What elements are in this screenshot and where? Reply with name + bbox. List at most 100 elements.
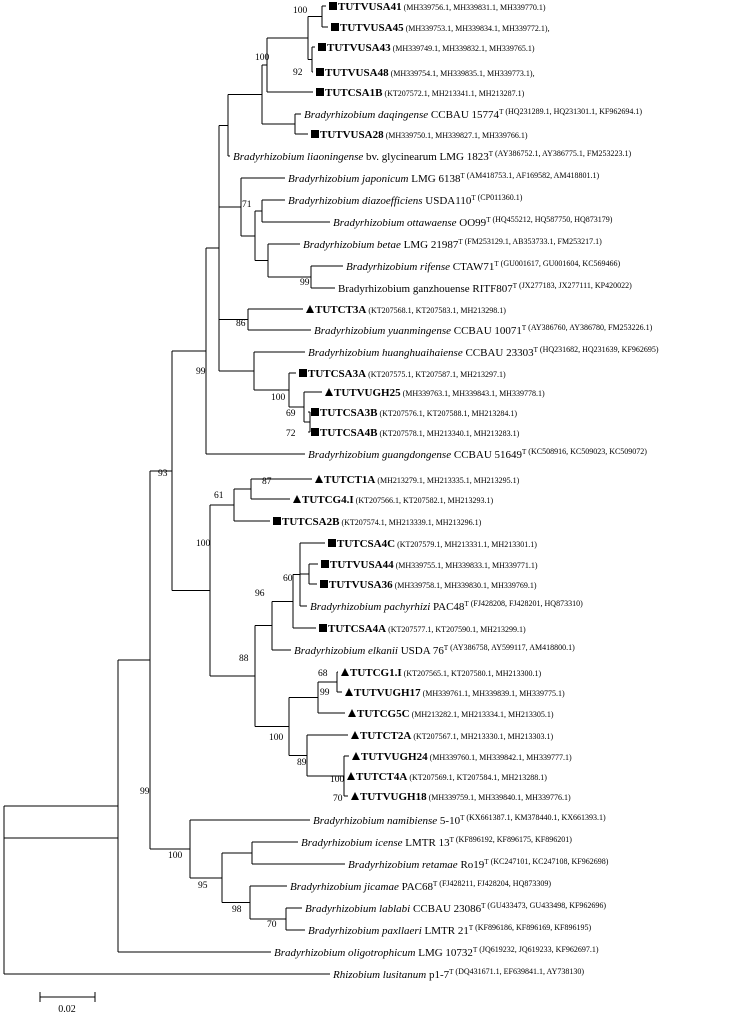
triangle-marker-icon <box>347 772 355 780</box>
taxon-TUTVUGH18: TUTVUGH18 (MH339759.1, MH339840.1, MH339… <box>351 791 571 803</box>
taxon-TUTCG5C: TUTCG5C (MH213282.1, MH213334.1, MH21330… <box>348 708 554 720</box>
taxon-label: TUTVUGH24 (MH339760.1, MH339842.1, MH339… <box>361 751 572 763</box>
square-marker-icon <box>328 539 336 547</box>
bootstrap-value: 92 <box>293 68 303 78</box>
bootstrap-value: 100 <box>271 393 286 403</box>
taxon-retamae: Bradyrhizobium retamae Ro19T (KC247101, … <box>348 857 609 871</box>
taxon-yuanmingense: Bradyrhizobium yuanmingense CCBAU 10071T… <box>314 323 653 337</box>
bootstrap-value: 96 <box>255 589 265 599</box>
square-marker-icon <box>321 560 329 568</box>
bootstrap-value: 99 <box>300 278 310 288</box>
taxon-label: Bradyrhizobium guangdongense CCBAU 51649… <box>308 447 647 461</box>
taxon-TUTCT3A: TUTCT3A (KT207568.1, KT207583.1, MH21329… <box>306 304 506 316</box>
taxon-TUTVUGH25: TUTVUGH25 (MH339763.1, MH339843.1, MH339… <box>325 387 545 399</box>
taxon-TUTVUSA48: TUTVUSA48 (MH339754.1, MH339835.1, MH339… <box>316 67 535 79</box>
taxon-label: TUTCG5C (MH213282.1, MH213334.1, MH21330… <box>357 708 554 720</box>
taxon-japonicum: Bradyrhizobium japonicum LMG 6138T (AM41… <box>288 171 600 185</box>
square-marker-icon <box>320 580 328 588</box>
taxon-TUTVUGH24: TUTVUGH24 (MH339760.1, MH339842.1, MH339… <box>352 751 572 763</box>
triangle-marker-icon <box>351 792 359 800</box>
taxon-label: Bradyrhizobium pachyrhizi PAC48T (FJ4282… <box>310 599 583 613</box>
taxon-huanghuaihaiense: Bradyrhizobium huanghuaihaiense CCBAU 23… <box>308 345 659 359</box>
taxon-guangdongense: Bradyrhizobium guangdongense CCBAU 51649… <box>308 447 647 461</box>
taxon-namibiense: Bradyrhizobium namibiense 5-10T (KX66138… <box>313 813 606 827</box>
bootstrap-value: 70 <box>333 794 343 804</box>
triangle-marker-icon <box>306 305 314 313</box>
bootstrap-value: 100 <box>255 53 270 63</box>
taxon-label: TUTVUSA28 (MH339750.1, MH339827.1, MH339… <box>320 129 528 141</box>
taxon-label: TUTCT3A (KT207568.1, KT207583.1, MH21329… <box>315 304 506 316</box>
taxon-label: Bradyrhizobium japonicum LMG 6138T (AM41… <box>288 171 600 185</box>
bootstrap-value: 88 <box>239 654 249 664</box>
taxon-label: Bradyrhizobium icense LMTR 13T (KF896192… <box>301 835 572 849</box>
taxon-pachyrhizi: Bradyrhizobium pachyrhizi PAC48T (FJ4282… <box>310 599 583 613</box>
taxon-label: Bradyrhizobium retamae Ro19T (KC247101, … <box>348 857 609 871</box>
square-marker-icon <box>316 88 324 96</box>
taxon-elkanii: Bradyrhizobium elkanii USDA 76T (AY38675… <box>294 643 575 657</box>
taxon-label: TUTCSA3B (KT207576.1, KT207588.1, MH2132… <box>320 407 517 419</box>
bootstrap-value: 89 <box>297 758 307 768</box>
taxon-label: TUTVUGH17 (MH339761.1, MH339839.1, MH339… <box>354 687 565 699</box>
taxon-label: Bradyrhizobium diazoefficiens USDA110T (… <box>288 193 523 207</box>
taxon-TUTCSA3A: TUTCSA3A (KT207575.1, KT207587.1, MH2132… <box>299 368 506 380</box>
bootstrap-value: 70 <box>267 920 277 930</box>
bootstrap-value: 71 <box>242 200 252 210</box>
square-marker-icon <box>319 624 327 632</box>
taxon-label: Bradyrhizobium daqingense CCBAU 15774T (… <box>304 107 642 121</box>
taxon-label: Bradyrhizobium lablabi CCBAU 23086T (GU4… <box>305 901 606 915</box>
triangle-marker-icon <box>352 752 360 760</box>
taxon-icense: Bradyrhizobium icense LMTR 13T (KF896192… <box>301 835 572 849</box>
square-marker-icon <box>329 2 337 10</box>
taxon-TUTCG1I: TUTCG1.I (KT207565.1, KT207580.1, MH2133… <box>341 667 542 679</box>
taxon-TUTVUSA36: TUTVUSA36 (MH339758.1, MH339830.1, MH339… <box>320 579 537 591</box>
square-marker-icon <box>299 369 307 377</box>
square-marker-icon <box>316 68 324 76</box>
bootstrap-value: 93 <box>158 469 168 479</box>
taxon-labels: TUTVUSA41 (MH339756.1, MH339831.1, MH339… <box>233 1 659 981</box>
taxon-TUTVUSA41: TUTVUSA41 (MH339756.1, MH339831.1, MH339… <box>329 1 546 13</box>
taxon-TUTCG4I: TUTCG4.I (KT207566.1, KT207582.1, MH2132… <box>293 494 494 506</box>
taxon-daqingense: Bradyrhizobium daqingense CCBAU 15774T (… <box>304 107 642 121</box>
taxon-label: TUTCT4A (KT207569.1, KT207584.1, MH21328… <box>356 771 547 783</box>
taxon-label: TUTVUSA44 (MH339755.1, MH339833.1, MH339… <box>330 559 538 571</box>
bootstrap-value: 100 <box>196 539 211 549</box>
triangle-marker-icon <box>315 475 323 483</box>
taxon-label: Bradyrhizobium paxllaeri LMTR 21T (KF896… <box>308 923 591 937</box>
taxon-TUTVUSA45: TUTVUSA45 (MH339753.1, MH339834.1, MH339… <box>331 22 550 34</box>
taxon-label: TUTCG4.I (KT207566.1, KT207582.1, MH2132… <box>302 494 494 506</box>
taxon-diazoefficiens: Bradyrhizobium diazoefficiens USDA110T (… <box>288 193 523 207</box>
taxon-label: TUTCSA3A (KT207575.1, KT207587.1, MH2132… <box>308 368 506 380</box>
square-marker-icon <box>318 43 326 51</box>
triangle-marker-icon <box>351 731 359 739</box>
taxon-TUTCSA4B: TUTCSA4B (KT207578.1, MH213340.1, MH2132… <box>311 427 520 439</box>
taxon-TUTCSA4C: TUTCSA4C (KT207579.1, MH213331.1, MH2133… <box>328 538 537 550</box>
bootstrap-value: 69 <box>286 409 296 419</box>
taxon-label: Rhizobium lusitanum p1-7T (DQ431671.1, E… <box>332 967 584 981</box>
taxon-label: Bradyrhizobium betae LMG 21987T (FM25312… <box>303 237 602 251</box>
taxon-label: Bradyrhizobium ottawaense OO99T (HQ45521… <box>333 215 613 229</box>
taxon-label: TUTCSA4C (KT207579.1, MH213331.1, MH2133… <box>337 538 537 550</box>
bootstrap-value: 95 <box>198 881 208 891</box>
bootstrap-values: 1009210071998699100697293876110060968868… <box>140 6 345 930</box>
bootstrap-value: 100 <box>168 851 183 861</box>
taxon-TUTCT4A: TUTCT4A (KT207569.1, KT207584.1, MH21328… <box>347 771 547 783</box>
taxon-label: TUTVUSA43 (MH339749.1, MH339832.1, MH339… <box>327 42 535 54</box>
taxon-lablabi: Bradyrhizobium lablabi CCBAU 23086T (GU4… <box>305 901 606 915</box>
taxon-ganzhouense: Bradyrhizobium ganzhouense RITF807T (JX2… <box>338 281 632 295</box>
taxon-label: TUTVUGH18 (MH339759.1, MH339840.1, MH339… <box>360 791 571 803</box>
triangle-marker-icon <box>348 709 356 717</box>
bootstrap-value: 99 <box>140 787 150 797</box>
taxon-TUTCSA3B: TUTCSA3B (KT207576.1, KT207588.1, MH2132… <box>311 407 517 419</box>
taxon-label: Bradyrhizobium oligotrophicum LMG 10732T… <box>274 945 599 959</box>
taxon-label: Bradyrhizobium huanghuaihaiense CCBAU 23… <box>308 345 659 359</box>
tree-branches <box>3 5 349 975</box>
taxon-label: Bradyrhizobium jicamae PAC68T (FJ428211,… <box>290 879 551 893</box>
taxon-label: TUTVUSA48 (MH339754.1, MH339835.1, MH339… <box>325 67 535 79</box>
bootstrap-value: 99 <box>196 367 206 377</box>
taxon-TUTCT2A: TUTCT2A (KT207567.1, MH213330.1, MH21330… <box>351 730 553 742</box>
taxon-label: Bradyrhizobium rifense CTAW71T (GU001617… <box>346 259 621 273</box>
bootstrap-value: 68 <box>318 669 328 679</box>
taxon-jicamae: Bradyrhizobium jicamae PAC68T (FJ428211,… <box>290 879 551 893</box>
square-marker-icon <box>311 130 319 138</box>
triangle-marker-icon <box>341 668 349 676</box>
